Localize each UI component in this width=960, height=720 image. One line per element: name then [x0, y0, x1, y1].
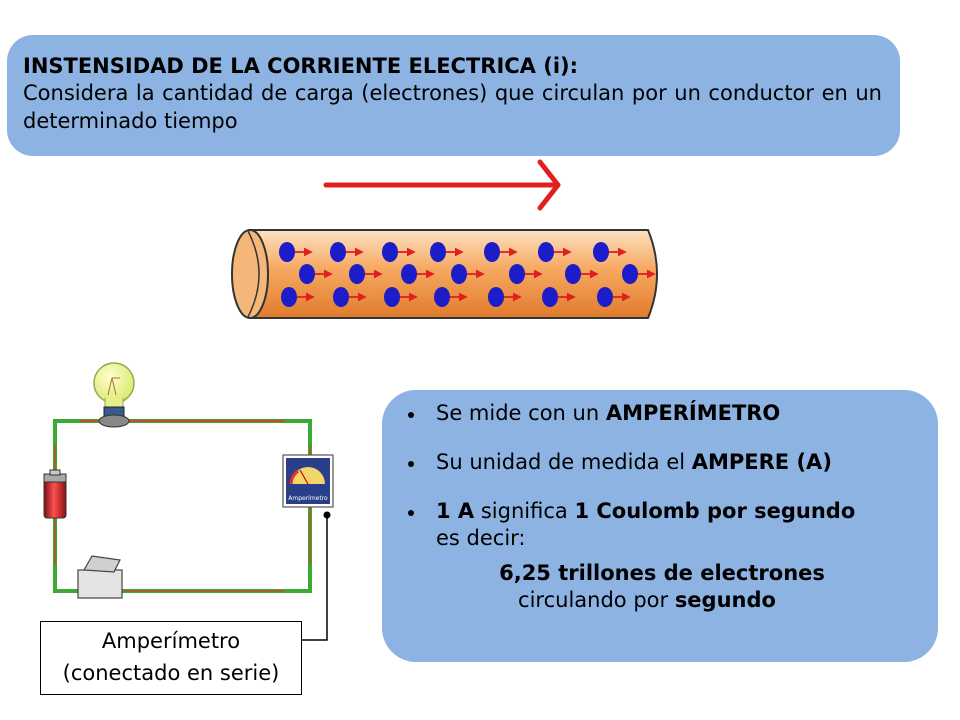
electron: [384, 287, 400, 307]
fact-2-text: Su unidad de medida el: [436, 450, 692, 474]
electron: [488, 287, 504, 307]
electron: [484, 242, 500, 262]
electron: [349, 264, 365, 284]
electron: [382, 242, 398, 262]
ammeter-device-text: Amperímetro: [288, 495, 328, 502]
electron: [401, 264, 417, 284]
light-bulb-icon: [93, 362, 135, 428]
electron: [434, 287, 450, 307]
electron: [542, 287, 558, 307]
result-line2-text: circulando por: [518, 588, 675, 612]
current-direction-arrow: [323, 159, 561, 211]
electron: [279, 242, 295, 262]
electron: [333, 287, 349, 307]
electron: [597, 287, 613, 307]
ammeter-caption-box: Amperímetro (conectado en serie): [40, 621, 302, 695]
result-line1: 6,25 trillones de electrones: [499, 561, 825, 585]
ammeter-caption-line2: (conectado en serie): [62, 661, 280, 685]
facts-list: Se mide con un AMPERÍMETRO Su unidad de …: [404, 400, 920, 552]
electron: [509, 264, 525, 284]
fact-1-bold: AMPERÍMETRO: [605, 401, 781, 425]
label-pointer: [302, 511, 331, 641]
ammeter-device-icon: Amperímetro: [282, 454, 334, 508]
fact-3-bold-a: 1 A: [436, 499, 475, 523]
electron: [565, 264, 581, 284]
facts-box: Se mide con un AMPERÍMETRO Su unidad de …: [382, 390, 938, 662]
electron: [430, 242, 446, 262]
electron: [281, 287, 297, 307]
electron: [299, 264, 315, 284]
result-line2: circulando por segundo: [404, 587, 920, 614]
battery-icon: [43, 469, 67, 519]
electron: [330, 242, 346, 262]
electrons: [279, 242, 656, 307]
fact-definition: 1 A significa 1 Coulomb por segundo es d…: [404, 498, 920, 552]
fact-3-text: significa: [474, 499, 575, 523]
definition-text: Considera la cantidad de carga (electron…: [23, 81, 882, 133]
fact-result: 6,25 trillones de electrones circulando …: [404, 560, 920, 614]
definition-box: INSTENSIDAD DE LA CORRIENTE ELECTRICA (i…: [7, 35, 900, 156]
fact-1-text: Se mide con un: [436, 401, 606, 425]
electron: [538, 242, 554, 262]
fact-3-bold-b: 1 Coulomb por segundo: [574, 499, 856, 523]
fact-3-line2: es decir:: [436, 526, 526, 550]
fact-unit: Su unidad de medida el AMPERE (A): [404, 449, 920, 476]
ammeter-caption-line1: Amperímetro: [101, 629, 241, 653]
fact-2-bold: AMPERE (A): [691, 450, 832, 474]
electron: [622, 264, 638, 284]
electron: [451, 264, 467, 284]
fact-measured-with: Se mide con un AMPERÍMETRO: [404, 400, 920, 427]
result-line2-bold: segundo: [674, 588, 776, 612]
section-title: INSTENSIDAD DE LA CORRIENTE ELECTRICA (i…: [23, 54, 579, 78]
electron: [593, 242, 609, 262]
switch-icon: [77, 555, 123, 599]
